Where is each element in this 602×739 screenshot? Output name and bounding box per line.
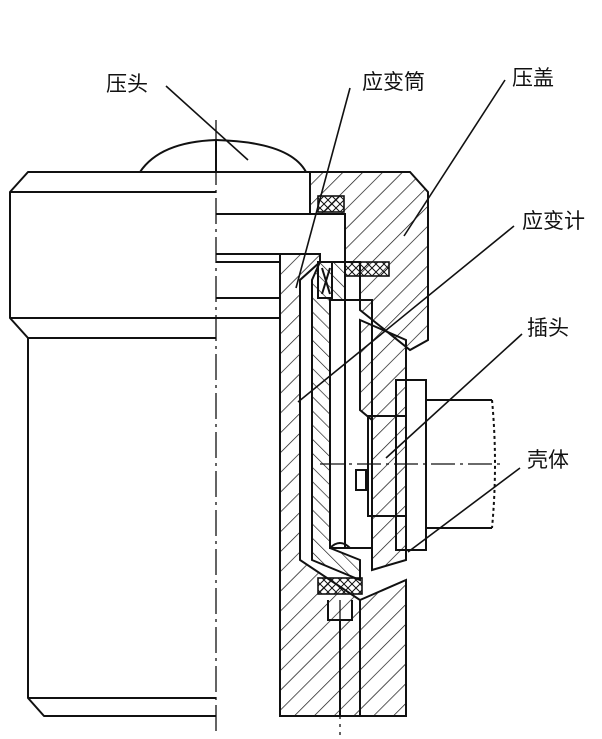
seal-top [317,195,345,213]
seal-bottom [317,577,363,595]
label-plug: 插头 [527,316,569,340]
leader-housing [407,467,521,553]
press-cover-section [309,171,429,352]
label-press-cover: 压盖 [512,66,554,90]
plug-shaft [426,399,492,529]
leader-plug [385,333,523,459]
strain-tube-cavity [329,299,373,549]
label-press-head: 压头 [106,72,148,96]
cover-exterior-outline [9,171,216,339]
seal-mid [344,261,390,277]
housing-base-section [359,578,407,717]
leader-press-cover [403,79,506,237]
leader-strain-tube [295,87,351,289]
label-housing: 壳体 [527,448,569,472]
label-strain-gauge: 应变计 [522,209,585,233]
press-head-dome [139,139,217,173]
label-strain-tube: 应变筒 [362,70,425,94]
housing-exterior-outline [27,338,216,717]
strain-tube-section [311,261,361,582]
leader-strain-gauge [297,225,515,403]
leader-press-head [165,85,249,161]
